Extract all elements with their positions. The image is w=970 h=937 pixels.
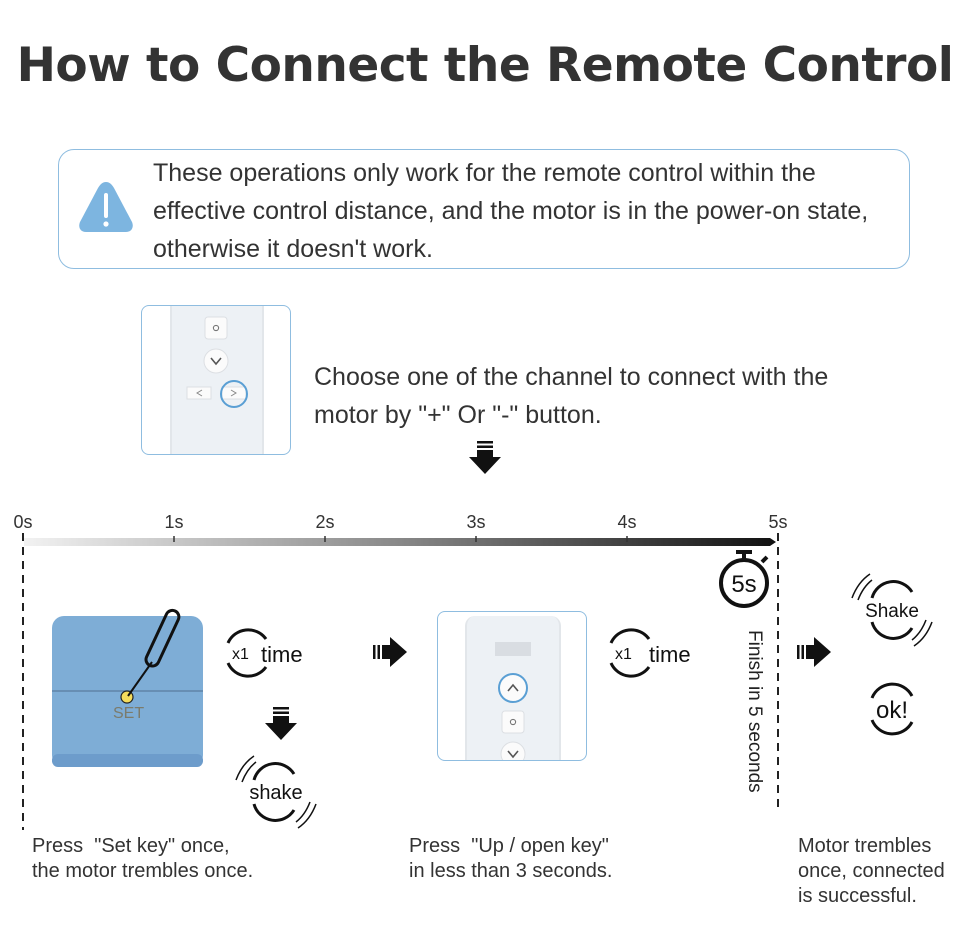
page-title: How to Connect the Remote Control: [16, 38, 954, 93]
ok-label: ok!: [876, 697, 908, 724]
description-line: once, connected: [798, 860, 945, 882]
shake-label: shake: [249, 782, 302, 804]
timeline-tick-label: 1s: [164, 512, 184, 532]
down-button-icon: [500, 741, 526, 760]
pin-tool-icon: [127, 608, 181, 697]
timeline-tick-label: 0s: [13, 512, 33, 532]
description-line: Motor trembles: [798, 835, 932, 857]
warning-icon: [79, 182, 133, 232]
timeline-tick-label: 5s: [768, 512, 788, 532]
set-panel: SET: [52, 608, 203, 767]
set-button-label: SET: [113, 705, 145, 722]
description-line: in less than 3 seconds.: [409, 860, 613, 882]
timeline-tick-label: 3s: [466, 512, 486, 532]
ok-icon: ok!: [870, 682, 914, 736]
description-line: Press "Up / open key": [409, 835, 609, 857]
channel-minus-button: [186, 386, 212, 400]
down-button-icon: [203, 348, 229, 374]
press-once-icon: x1 time: [609, 628, 691, 678]
right-arrow-icon: [797, 637, 831, 667]
channel-instruction: Choose one of the channel to connect wit…: [314, 363, 829, 429]
count-prefix: x1: [615, 646, 632, 663]
step2-description: Press "Up / open key" in less than 3 sec…: [409, 834, 612, 884]
description-line: is successful.: [798, 885, 917, 907]
description-line: Press "Set key" once,: [32, 835, 230, 857]
stopwatch-icon: 5s: [719, 550, 769, 608]
channel-plus-button: [220, 380, 248, 408]
stop-button-icon: [204, 316, 228, 340]
down-arrow-icon: [469, 441, 501, 474]
stop-button-icon: [501, 710, 525, 734]
up-remote-image: [437, 611, 587, 761]
shake-icon: Shake: [851, 573, 933, 647]
press-once-icon: x1 time: [226, 628, 303, 678]
timeline-bar: [24, 538, 776, 546]
channel-remote-image: [141, 305, 291, 455]
shake-label: Shake: [865, 601, 919, 622]
down-arrow-icon: [265, 707, 297, 740]
count-label: time: [261, 642, 303, 667]
notice-text: These operations only work for the remot…: [153, 159, 869, 263]
timeline-tick-label: 2s: [315, 512, 335, 532]
count-label: time: [649, 642, 691, 667]
finish-label: Finish in 5 seconds: [744, 630, 765, 793]
channel-display: [495, 642, 531, 656]
shake-icon: shake: [235, 755, 317, 829]
right-arrow-icon: [373, 637, 407, 667]
timeline-tick-label: 4s: [617, 512, 637, 532]
step3-description: Motor trembles once, connected is succes…: [798, 834, 945, 909]
timer-label: 5s: [731, 571, 756, 598]
up-button-icon: [498, 673, 528, 703]
count-prefix: x1: [232, 646, 249, 663]
step1-description: Press "Set key" once, the motor trembles…: [32, 834, 253, 884]
description-line: the motor trembles once.: [32, 860, 254, 882]
notice-box: These operations only work for the remot…: [58, 149, 910, 269]
